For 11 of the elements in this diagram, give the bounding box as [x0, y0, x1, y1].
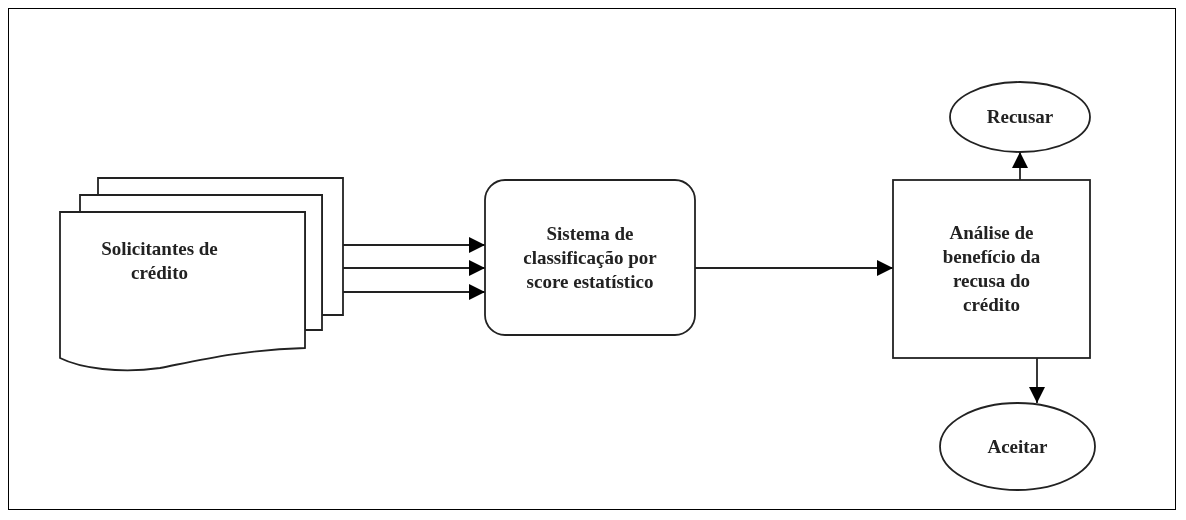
process-box — [893, 180, 1090, 358]
arrow — [1029, 357, 1045, 404]
terminal-ellipse — [950, 82, 1090, 152]
node-label: Sistema de classificação por score estatístico — [522, 221, 658, 294]
node-label: Aceitar — [986, 434, 1049, 459]
arrow — [1012, 151, 1028, 181]
node-label: Solicitantes de crédito — [100, 237, 219, 285]
terminal-ellipse — [940, 403, 1095, 490]
node-label: Análise de benefício da recusa do crédito — [941, 221, 1042, 317]
process-box — [485, 180, 695, 335]
node-label: Recusar — [985, 105, 1055, 129]
